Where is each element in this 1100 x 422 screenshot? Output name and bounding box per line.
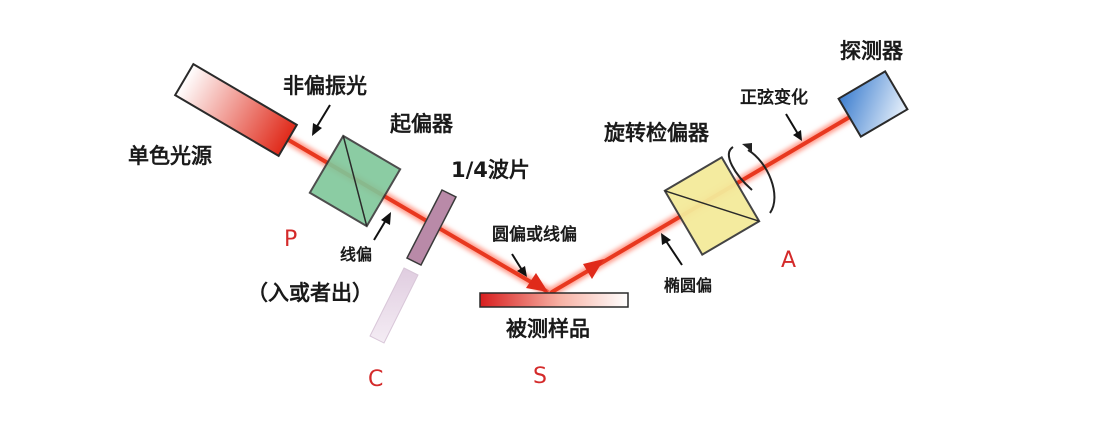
incident-arrowhead-icon: [526, 273, 548, 292]
analyzer: [663, 156, 761, 256]
label-linear-polarization: 线偏: [340, 245, 372, 264]
label-in-or-out: （入或者出）: [247, 281, 373, 305]
label-detector: 探测器: [840, 39, 904, 63]
label-sample: 被测样品: [506, 317, 590, 341]
quarter-wave-plate: [405, 188, 458, 267]
label-unpolarized-light: 非偏振光: [283, 74, 367, 98]
detector: [837, 69, 909, 139]
label-A: A: [781, 248, 796, 273]
label-polarizer: 起偏器: [389, 112, 454, 136]
label-sine-variation: 正弦变化: [740, 87, 808, 108]
pointer-arrows: [312, 104, 802, 277]
label-S: S: [533, 364, 547, 389]
quarter-wave-plate-out-position: [369, 267, 419, 344]
label-light-source: 单色光源: [128, 144, 212, 168]
incident-beam: [275, 130, 553, 297]
label-rotating-analyzer: 旋转检偏器: [603, 121, 710, 145]
light-source: [173, 62, 299, 158]
label-circular-or-linear: 圆偏或线偏: [492, 224, 577, 245]
reflected-arrowhead-icon: [583, 259, 604, 279]
label-C: C: [368, 367, 383, 392]
label-P: P: [284, 227, 297, 252]
label-quarter-wave-plate: 1/4波片: [451, 158, 530, 182]
label-elliptical-polarization: 椭圆偏: [664, 276, 712, 295]
polarizer: [308, 134, 402, 228]
rotation-arrow-icon: [727, 143, 776, 214]
sample: [479, 292, 629, 308]
